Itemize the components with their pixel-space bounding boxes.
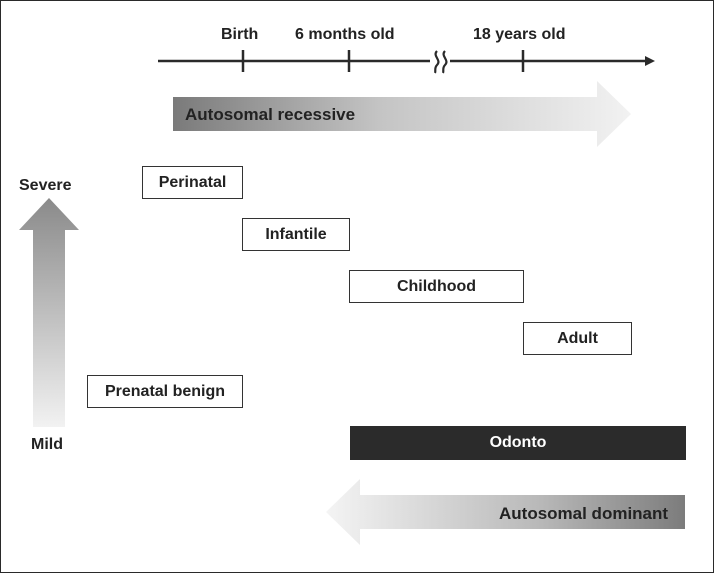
tick-label-birth: Birth [221, 26, 259, 43]
autosomal-recessive-label: Autosomal recessive [185, 105, 356, 124]
form-box-prenatal-benign: Prenatal benign [87, 375, 243, 408]
severity-severe-label: Severe [19, 177, 72, 194]
form-box-adult: Adult [523, 322, 632, 355]
tick-label-6-months: 6 months old [295, 26, 395, 43]
form-box-perinatal: Perinatal [142, 166, 243, 199]
autosomal-recessive-arrow [173, 81, 631, 147]
autosomal-dominant-label: Autosomal dominant [499, 504, 669, 523]
severity-arrow [19, 198, 79, 427]
form-box-odonto: Odonto [350, 426, 686, 460]
form-box-infantile: Infantile [242, 218, 350, 251]
autosomal-dominant-arrow [326, 479, 685, 545]
form-box-childhood: Childhood [349, 270, 524, 303]
severity-mild-label: Mild [31, 436, 63, 453]
axis-break-icon [430, 49, 450, 74]
timeline-axis [158, 49, 655, 74]
tick-label-18-years: 18 years old [473, 26, 566, 43]
